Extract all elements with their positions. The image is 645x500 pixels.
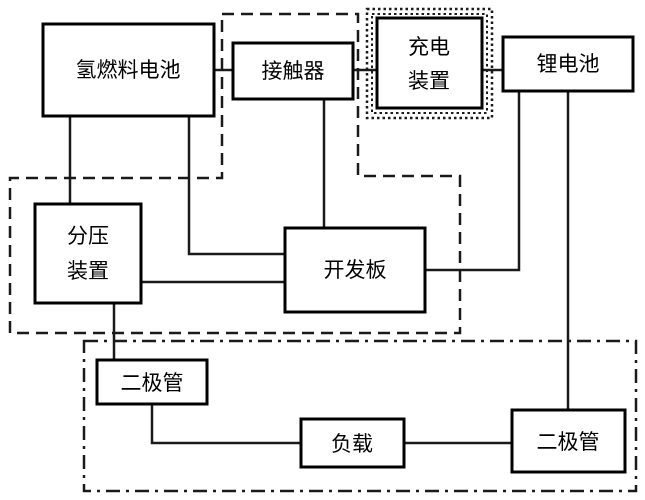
wire-diode-left-load [150, 402, 303, 445]
dev-board-label: 开发板 [324, 258, 387, 282]
h2-fuel-cell-label: 氢燃料电池 [76, 58, 181, 82]
divider-label-line2: 装置 [67, 259, 109, 283]
load-label: 负载 [331, 432, 373, 456]
divider-label-line1: 分压 [67, 224, 109, 248]
lithium-battery-label: 锂电池 [537, 52, 600, 76]
wires [68, 68, 570, 445]
block-diode-right: 二极管 [510, 408, 627, 474]
wire-battery-devboard [423, 89, 521, 272]
block-lithium-battery: 锂电池 [501, 35, 635, 93]
contactor-label: 接触器 [262, 59, 325, 83]
charger-dotted-inner [371, 13, 488, 114]
wire-fuelcell-devboard [187, 114, 287, 256]
diode-right-label: 二极管 [537, 430, 600, 454]
block-charger: 充电 装置 [375, 16, 484, 110]
load-region-outline [82, 339, 638, 493]
block-dev-board: 开发板 [283, 226, 427, 314]
block-voltage-divider: 分压 装置 [33, 202, 143, 305]
block-diode-left: 二极管 [95, 358, 209, 406]
charger-label-line2: 装置 [408, 69, 450, 93]
diode-left-label: 二极管 [121, 371, 184, 395]
block-contactor: 接触器 [231, 41, 355, 101]
charger-dotted-outline [365, 7, 494, 120]
block-load: 负载 [299, 417, 406, 469]
charger-label-line1: 充电 [408, 35, 450, 59]
block-h2-fuel-cell: 氢燃料电池 [41, 22, 216, 118]
control-region-outline [8, 12, 462, 335]
